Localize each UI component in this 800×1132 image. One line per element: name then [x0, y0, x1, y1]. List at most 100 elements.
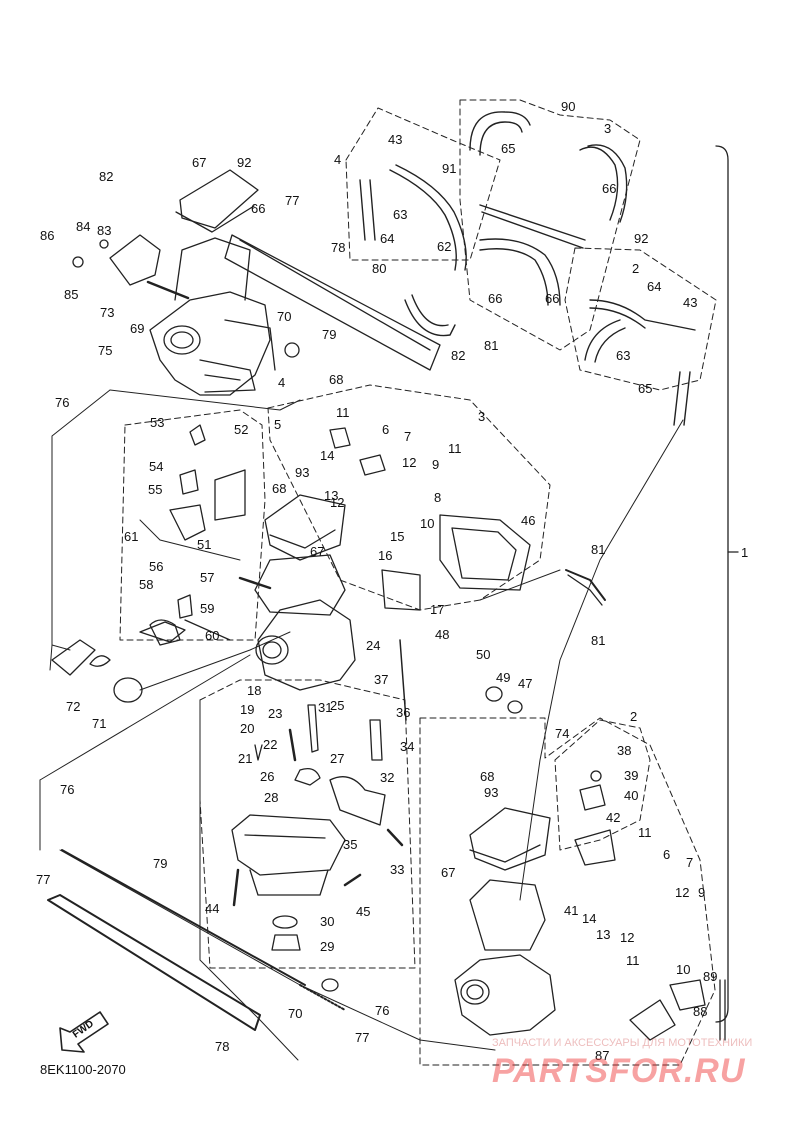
part-number-label: 14	[582, 911, 597, 926]
part-number-label: 92	[237, 155, 252, 170]
part-number-label: 11	[638, 825, 652, 840]
part-number-label: 21	[238, 751, 253, 766]
group-outlines	[119, 99, 717, 1066]
upper-hoses	[359, 111, 696, 426]
part-number-label: 40	[624, 788, 639, 803]
part-number-label: 5	[274, 417, 282, 432]
part-number-label: 66	[602, 181, 617, 196]
part-number-label: 44	[205, 901, 220, 916]
part-number-label: 16	[378, 548, 393, 563]
part-number-label: 65	[638, 381, 653, 396]
part-number-label: 82	[451, 348, 466, 363]
part-number-label: 81	[484, 338, 499, 353]
part-number-label: 4	[278, 375, 286, 390]
part-number-label: 39	[624, 768, 639, 783]
part-number-label: 1	[741, 545, 749, 560]
part-number-label: 25	[330, 698, 345, 713]
part-number-label: 12	[330, 495, 345, 510]
part-number-label: 66	[488, 291, 503, 306]
part-number-label: 13	[596, 927, 611, 942]
lower-carburetor-body	[454, 784, 726, 1041]
part-number-label: 76	[55, 395, 70, 410]
part-number-label: 43	[388, 132, 403, 147]
part-number-label: 79	[322, 327, 337, 342]
part-number-label: 7	[404, 429, 412, 444]
part-number-label: 77	[36, 872, 51, 887]
part-number-label: 67	[441, 865, 456, 880]
part-number-label: 2	[632, 261, 640, 276]
part-number-label: 76	[375, 1003, 390, 1018]
part-number-label: 62	[437, 239, 452, 254]
part-number-label: 93	[295, 465, 310, 480]
part-number-label: 54	[149, 459, 164, 474]
watermark-caption: ЗАПЧАСТИ И АКСЕССУАРЫ ДЛЯ МОТОТЕХНИКИ	[492, 1037, 753, 1049]
part-number-label: 31	[318, 700, 333, 715]
part-number-label: 64	[380, 231, 395, 246]
part-number-label: 9	[432, 457, 440, 472]
part-number-label: 14	[320, 448, 335, 463]
part-number-label: 93	[484, 785, 499, 800]
part-number-label: 3	[604, 121, 612, 136]
part-number-label: 48	[435, 627, 450, 642]
part-number-label: 76	[60, 782, 75, 797]
part-number-label: 78	[215, 1039, 230, 1054]
part-number-label: 34	[400, 739, 415, 754]
part-number-label: 22	[263, 737, 278, 752]
part-number-label: 90	[561, 99, 576, 114]
part-number-label: 2	[630, 709, 638, 724]
part-number-label: 6	[382, 422, 390, 437]
part-number-label: 72	[66, 699, 81, 714]
part-number-label: 50	[476, 647, 491, 662]
part-number-label: 3	[478, 409, 486, 424]
part-number-label: 84	[76, 219, 91, 234]
part-number-label: 81	[591, 542, 606, 557]
part-number-label: 13	[324, 488, 339, 503]
part-number-label: 41	[564, 903, 579, 918]
fwd-arrow	[59, 1011, 109, 1053]
part-number-label: 32	[380, 770, 395, 785]
part-number-label: 66	[251, 201, 266, 216]
part-number-label: 57	[200, 570, 215, 585]
part-number-label: 20	[240, 721, 255, 736]
part-number-label: 70	[288, 1006, 303, 1021]
part-number-label: 42	[606, 810, 621, 825]
part-number-label: 45	[356, 904, 371, 919]
part-number-label: 11	[336, 405, 350, 420]
part-number-label: 51	[197, 537, 212, 552]
part-number-label: 74	[555, 726, 570, 741]
part-number-label: 47	[518, 676, 533, 691]
part-number-label: 70	[277, 309, 292, 324]
part-number-label: 52	[234, 422, 249, 437]
part-number-label: 7	[686, 855, 694, 870]
part-number-label: 35	[343, 837, 358, 852]
part-number-label: 69	[130, 321, 145, 336]
part-number-label: 6	[663, 847, 671, 862]
part-number-label: 9	[698, 885, 706, 900]
part-number-label: 23	[268, 706, 283, 721]
part-number-label: 46	[521, 513, 536, 528]
part-number-label: 27	[330, 751, 345, 766]
part-number-label: 38	[617, 743, 632, 758]
assembly-bracket	[715, 145, 729, 1023]
part-number-label: 67	[310, 544, 325, 559]
part-number-label: 26	[260, 769, 275, 784]
watermark-logo: PARTSFOR.RU	[492, 1052, 746, 1090]
part-number-label: 91	[442, 161, 457, 176]
part-number-label: 92	[634, 231, 649, 246]
part-number-label: 63	[393, 207, 408, 222]
part-number-label: 28	[264, 790, 279, 805]
part-number-label: 36	[396, 705, 411, 720]
part-number-label: 68	[480, 769, 495, 784]
part-number-label: 64	[647, 279, 662, 294]
part-number-label: 83	[97, 223, 112, 238]
part-number-label: 85	[64, 287, 79, 302]
part-number-label: 67	[192, 155, 207, 170]
upper-carburetor-body	[109, 169, 441, 396]
part-number-label: 49	[496, 670, 511, 685]
part-number-label: 66	[545, 291, 560, 306]
small-parts	[51, 239, 606, 992]
part-number-label: 65	[501, 141, 516, 156]
middle-carburetor-body	[149, 469, 531, 691]
part-number-label: 86	[40, 228, 55, 243]
